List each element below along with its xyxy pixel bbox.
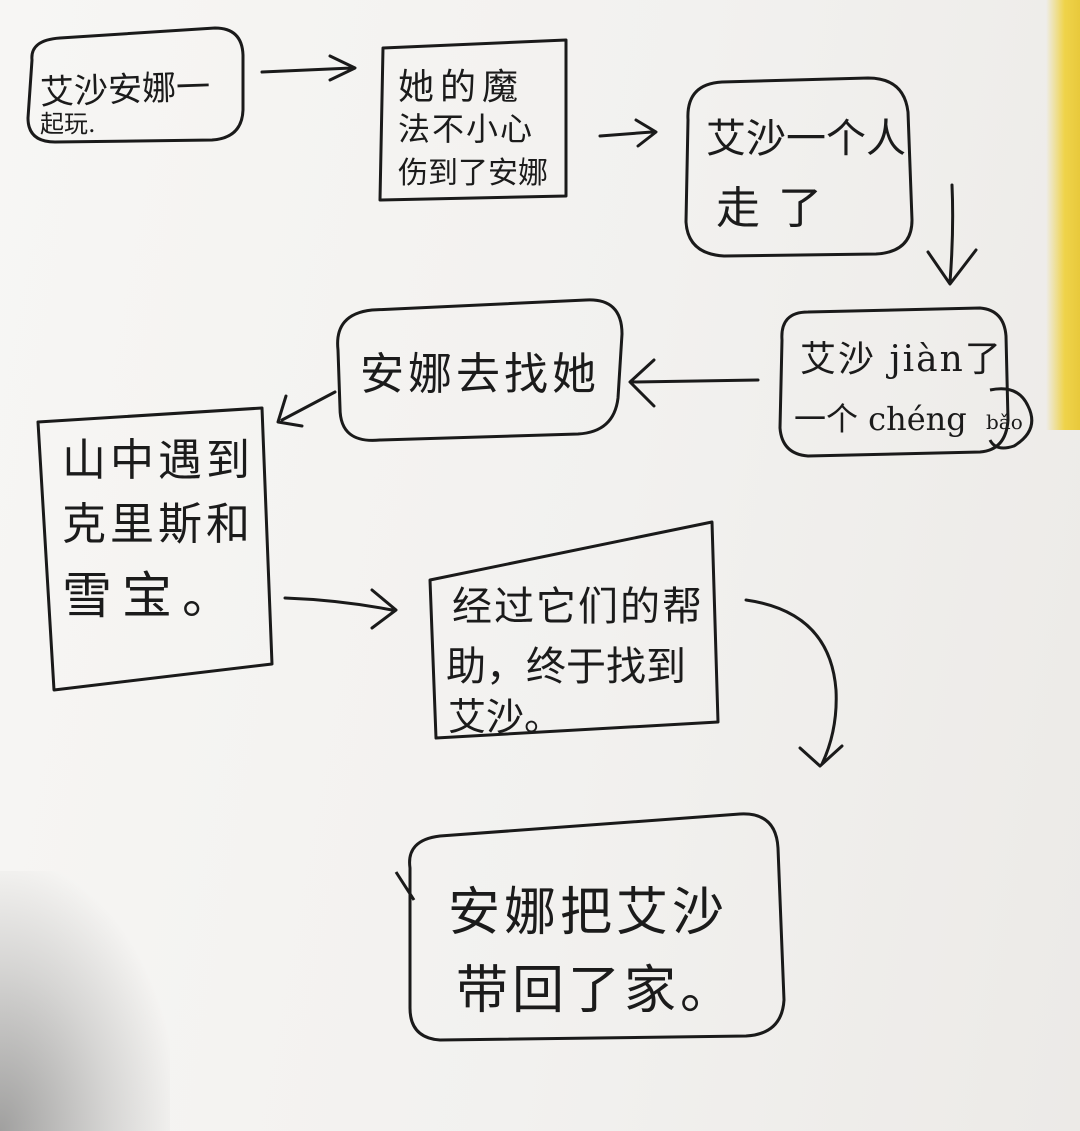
step-1-line-2: 起玩. bbox=[40, 110, 96, 138]
step-6-line-2: 克里斯和 bbox=[62, 499, 254, 550]
arrow-6-to-7 bbox=[283, 588, 398, 630]
step-4-line-2: 一个 chéng bbox=[794, 400, 967, 438]
step-7-line-1: 经过它们的帮 bbox=[452, 584, 704, 630]
arrow-2-to-3 bbox=[598, 118, 658, 148]
shadow-corner bbox=[0, 871, 170, 1131]
box-2-outline bbox=[378, 38, 568, 202]
yellow-edge-decoration bbox=[1046, 0, 1080, 430]
step-3-line-2: 走了 bbox=[716, 183, 840, 234]
box-8-outline bbox=[408, 812, 786, 1042]
step-4-line-1: 艾沙 jiàn了 bbox=[800, 339, 1003, 380]
box-3-outline bbox=[684, 76, 914, 258]
step-8-line-1: 安娜把艾沙 bbox=[448, 883, 729, 943]
box-8-tick bbox=[394, 871, 416, 901]
step-3-line-1: 艾沙一个人 bbox=[706, 116, 906, 162]
step-2-line-1: 她的魔 bbox=[398, 67, 525, 108]
step-7-line-3: 艾沙。 bbox=[448, 695, 563, 739]
arrow-1-to-2 bbox=[260, 54, 357, 82]
arrow-7-to-8 bbox=[744, 598, 844, 768]
step-6-line-3: 雪宝。 bbox=[62, 567, 242, 625]
box-6-outline bbox=[36, 406, 274, 692]
box-1-outline bbox=[26, 26, 245, 144]
arrow-5-to-6 bbox=[276, 390, 337, 428]
step-2-line-3: 伤到了安娜 bbox=[398, 156, 548, 191]
step-6-line-1: 山中遇到 bbox=[62, 435, 254, 486]
step-7-line-2: 助，终于找到 bbox=[446, 644, 686, 690]
box-5-outline bbox=[336, 298, 624, 442]
step-8-line-2: 带回了家。 bbox=[456, 961, 737, 1021]
arrow-3-to-4 bbox=[926, 183, 978, 286]
step-2-line-2: 法不小心 bbox=[398, 110, 535, 148]
box-4-bubble bbox=[988, 387, 1034, 450]
arrow-4-to-5 bbox=[628, 358, 760, 408]
step-5-line-1: 安娜去找她 bbox=[360, 349, 600, 400]
step-4-extra: bǎo bbox=[986, 410, 1023, 434]
box-4-outline bbox=[778, 306, 1010, 458]
box-7-outline bbox=[428, 520, 720, 740]
